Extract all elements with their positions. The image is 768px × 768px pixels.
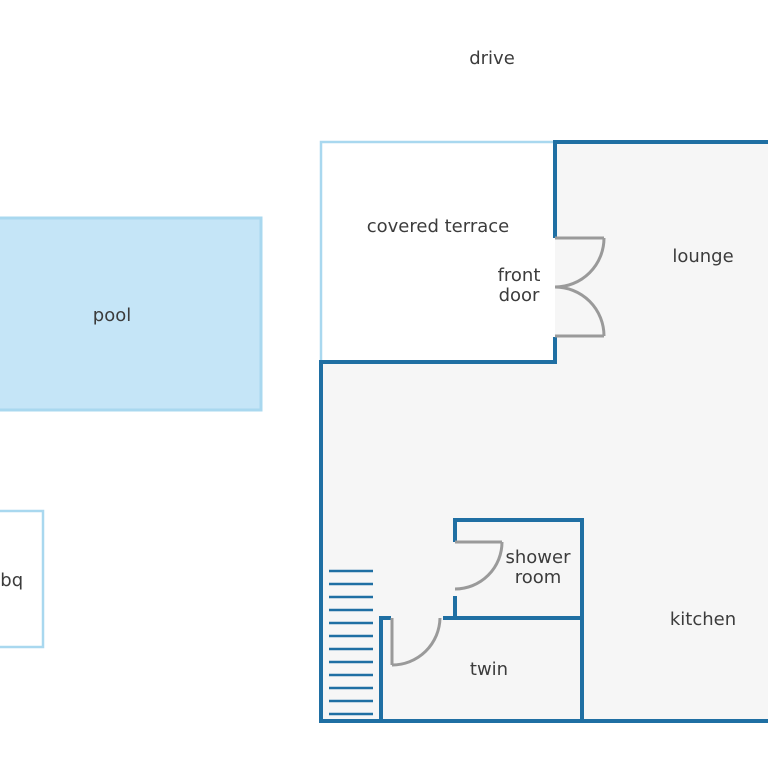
label-front-door-line2: door: [499, 285, 540, 306]
twin-room-wall: [379, 616, 584, 721]
house-floor: [321, 142, 768, 721]
label-kitchen: kitchen: [670, 609, 736, 630]
exterior-wall: [319, 140, 768, 723]
label-pool: pool: [93, 305, 131, 326]
label-shower-room-line2: room: [515, 567, 562, 588]
label-covered-terrace: covered terrace: [367, 216, 509, 237]
front-door-icon: [554, 236, 606, 338]
label-shower-room-line1: shower: [506, 547, 572, 568]
label-lounge: lounge: [672, 246, 733, 267]
twin-door-icon: [390, 617, 442, 667]
pool: [0, 216, 263, 412]
shower-room-wall: [453, 518, 584, 618]
label-drive: drive: [469, 48, 515, 69]
label-front-door-line1: front: [498, 265, 541, 286]
label-twin: twin: [470, 659, 508, 680]
covered-terrace-outline: [319, 140, 555, 361]
shower-door-icon: [454, 540, 504, 591]
bbq-area: [0, 509, 45, 649]
stairs-icon: [329, 569, 373, 716]
label-bbq: bbq: [0, 570, 23, 591]
